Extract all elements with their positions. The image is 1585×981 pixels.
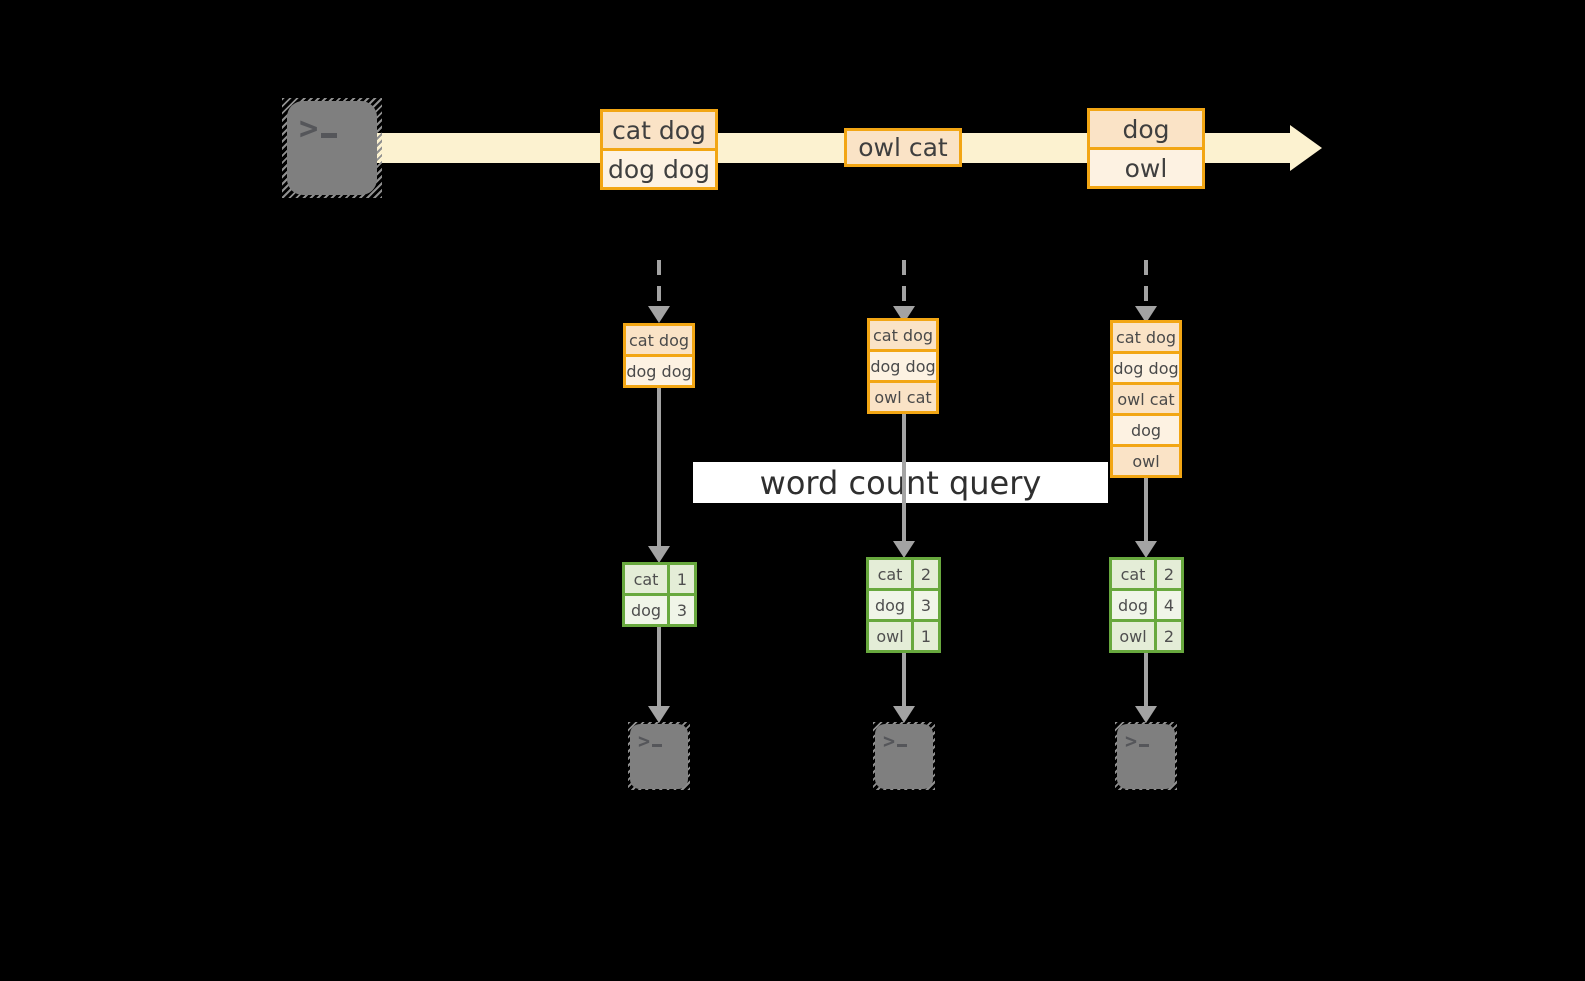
consumer-terminal-icon: > — [628, 722, 690, 790]
arrow-line — [657, 625, 661, 706]
dashed-arrow-line — [902, 260, 906, 306]
terminal-prompt-icon: > — [299, 112, 338, 144]
arrowhead-icon — [1135, 541, 1157, 558]
arrow-line — [1144, 478, 1148, 541]
word-count-table-2: cat 2 dog 3 owl 1 — [866, 557, 941, 653]
terminal-window: > — [630, 723, 688, 789]
stream-record-3: dog owl — [1087, 108, 1205, 189]
state-row: dog dog — [870, 349, 936, 380]
count-cell: 1 — [914, 622, 938, 650]
state-row: cat dog — [870, 321, 936, 349]
count-cell: 2 — [914, 560, 938, 588]
word-count-table-1: cat 1 dog 3 — [622, 562, 697, 627]
state-row: dog dog — [626, 354, 692, 385]
state-row: cat dog — [626, 326, 692, 354]
record-line: owl cat — [847, 131, 959, 164]
count-cell: 2 — [1157, 622, 1181, 650]
dashed-arrow-line — [657, 260, 661, 306]
record-line: cat dog — [603, 112, 715, 148]
arrow-line — [1144, 653, 1148, 706]
arrowhead-icon — [893, 706, 915, 723]
arrowhead-icon — [893, 541, 915, 558]
state-row: dog — [1113, 413, 1179, 444]
word-cell: cat — [1112, 560, 1154, 588]
word-cell: cat — [625, 565, 667, 593]
state-buffer-1: cat dog dog dog — [623, 323, 695, 388]
arrow-line — [902, 412, 906, 541]
word-cell: cat — [869, 560, 911, 588]
count-cell: 4 — [1157, 591, 1181, 619]
arrowhead-icon — [648, 706, 670, 723]
consumer-terminal-icon: > — [873, 722, 935, 790]
query-label: word count query — [693, 462, 1108, 503]
state-buffer-3: cat dog dog dog owl cat dog owl — [1110, 320, 1182, 478]
stream-record-1: cat dog dog dog — [600, 109, 718, 190]
word-cell: dog — [869, 591, 911, 619]
stream-timeline-arrowhead-icon — [1290, 125, 1322, 171]
arrowhead-icon — [1135, 706, 1157, 723]
state-buffer-2: cat dog dog dog owl cat — [867, 318, 939, 414]
consumer-terminal-icon: > — [1115, 722, 1177, 790]
word-cell: dog — [1112, 591, 1154, 619]
terminal-prompt-icon: > — [883, 731, 908, 751]
count-cell: 3 — [914, 591, 938, 619]
state-row: owl cat — [870, 380, 936, 411]
dashed-arrow-line — [1144, 260, 1148, 306]
arrow-line — [657, 386, 661, 546]
word-cell: owl — [869, 622, 911, 650]
count-cell: 2 — [1157, 560, 1181, 588]
dashed-arrowhead-icon — [648, 306, 670, 323]
count-cell: 3 — [670, 596, 694, 624]
stream-record-2: owl cat — [844, 128, 962, 167]
state-row: owl — [1113, 444, 1179, 475]
arrow-line — [902, 653, 906, 706]
word-cell: dog — [625, 596, 667, 624]
arrowhead-icon — [648, 546, 670, 563]
record-line: dog dog — [603, 148, 715, 187]
count-cell: 1 — [670, 565, 694, 593]
terminal-window: > — [287, 101, 377, 195]
source-terminal-icon: > — [282, 98, 382, 198]
state-row: cat dog — [1113, 323, 1179, 351]
terminal-window: > — [875, 723, 933, 789]
terminal-prompt-icon: > — [1125, 731, 1150, 751]
word-count-table-3: cat 2 dog 4 owl 2 — [1109, 557, 1184, 653]
record-line: owl — [1090, 147, 1202, 186]
state-row: dog dog — [1113, 351, 1179, 382]
terminal-window: > — [1117, 723, 1175, 789]
state-row: owl cat — [1113, 382, 1179, 413]
dashed-arrowhead-icon — [1135, 306, 1157, 323]
word-cell: owl — [1112, 622, 1154, 650]
terminal-prompt-icon: > — [638, 731, 663, 751]
record-line: dog — [1090, 111, 1202, 147]
